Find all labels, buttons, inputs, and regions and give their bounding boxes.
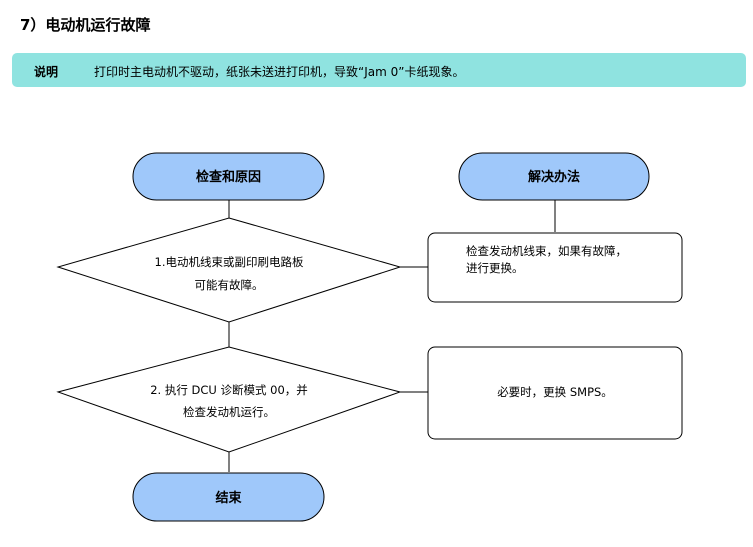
step2-line1: 2. 执行 DCU 诊断模式 00，并: [150, 383, 308, 397]
decision-step1: [56, 217, 402, 323]
end-label: 结束: [215, 490, 242, 506]
step1-line2: 可能有故障。: [195, 278, 264, 292]
header-check-pill: [132, 152, 325, 201]
header-solution-label: 解决办法: [527, 169, 580, 185]
note-label: 说明: [34, 65, 59, 79]
step2-line2: 检查发动机运行。: [183, 405, 275, 419]
solution2-box: [427, 346, 683, 440]
note-text: 打印时主电动机不驱动，纸张未送进打印机，导致“Jam 0”卡纸现象。: [94, 65, 465, 79]
note-banner: 说明 打印时主电动机不驱动，纸张未送进打印机，导致“Jam 0”卡纸现象。: [12, 53, 746, 87]
decision-step2: [56, 346, 402, 453]
header-check-label: 检查和原因: [196, 169, 261, 185]
solution1-line1: 检查发动机线束，如果有故障，: [466, 244, 627, 258]
step1-line1: 1.电动机线束或副印刷电路板: [155, 255, 304, 269]
solution2-text: 必要时，更换 SMPS。: [497, 385, 613, 399]
section-title: 7）电动机运行故障: [20, 16, 151, 34]
solution1-line2: 进行更换。: [466, 261, 524, 275]
solution1-box: [427, 232, 683, 303]
end-pill: [132, 472, 325, 522]
header-solution-pill: [458, 152, 650, 201]
